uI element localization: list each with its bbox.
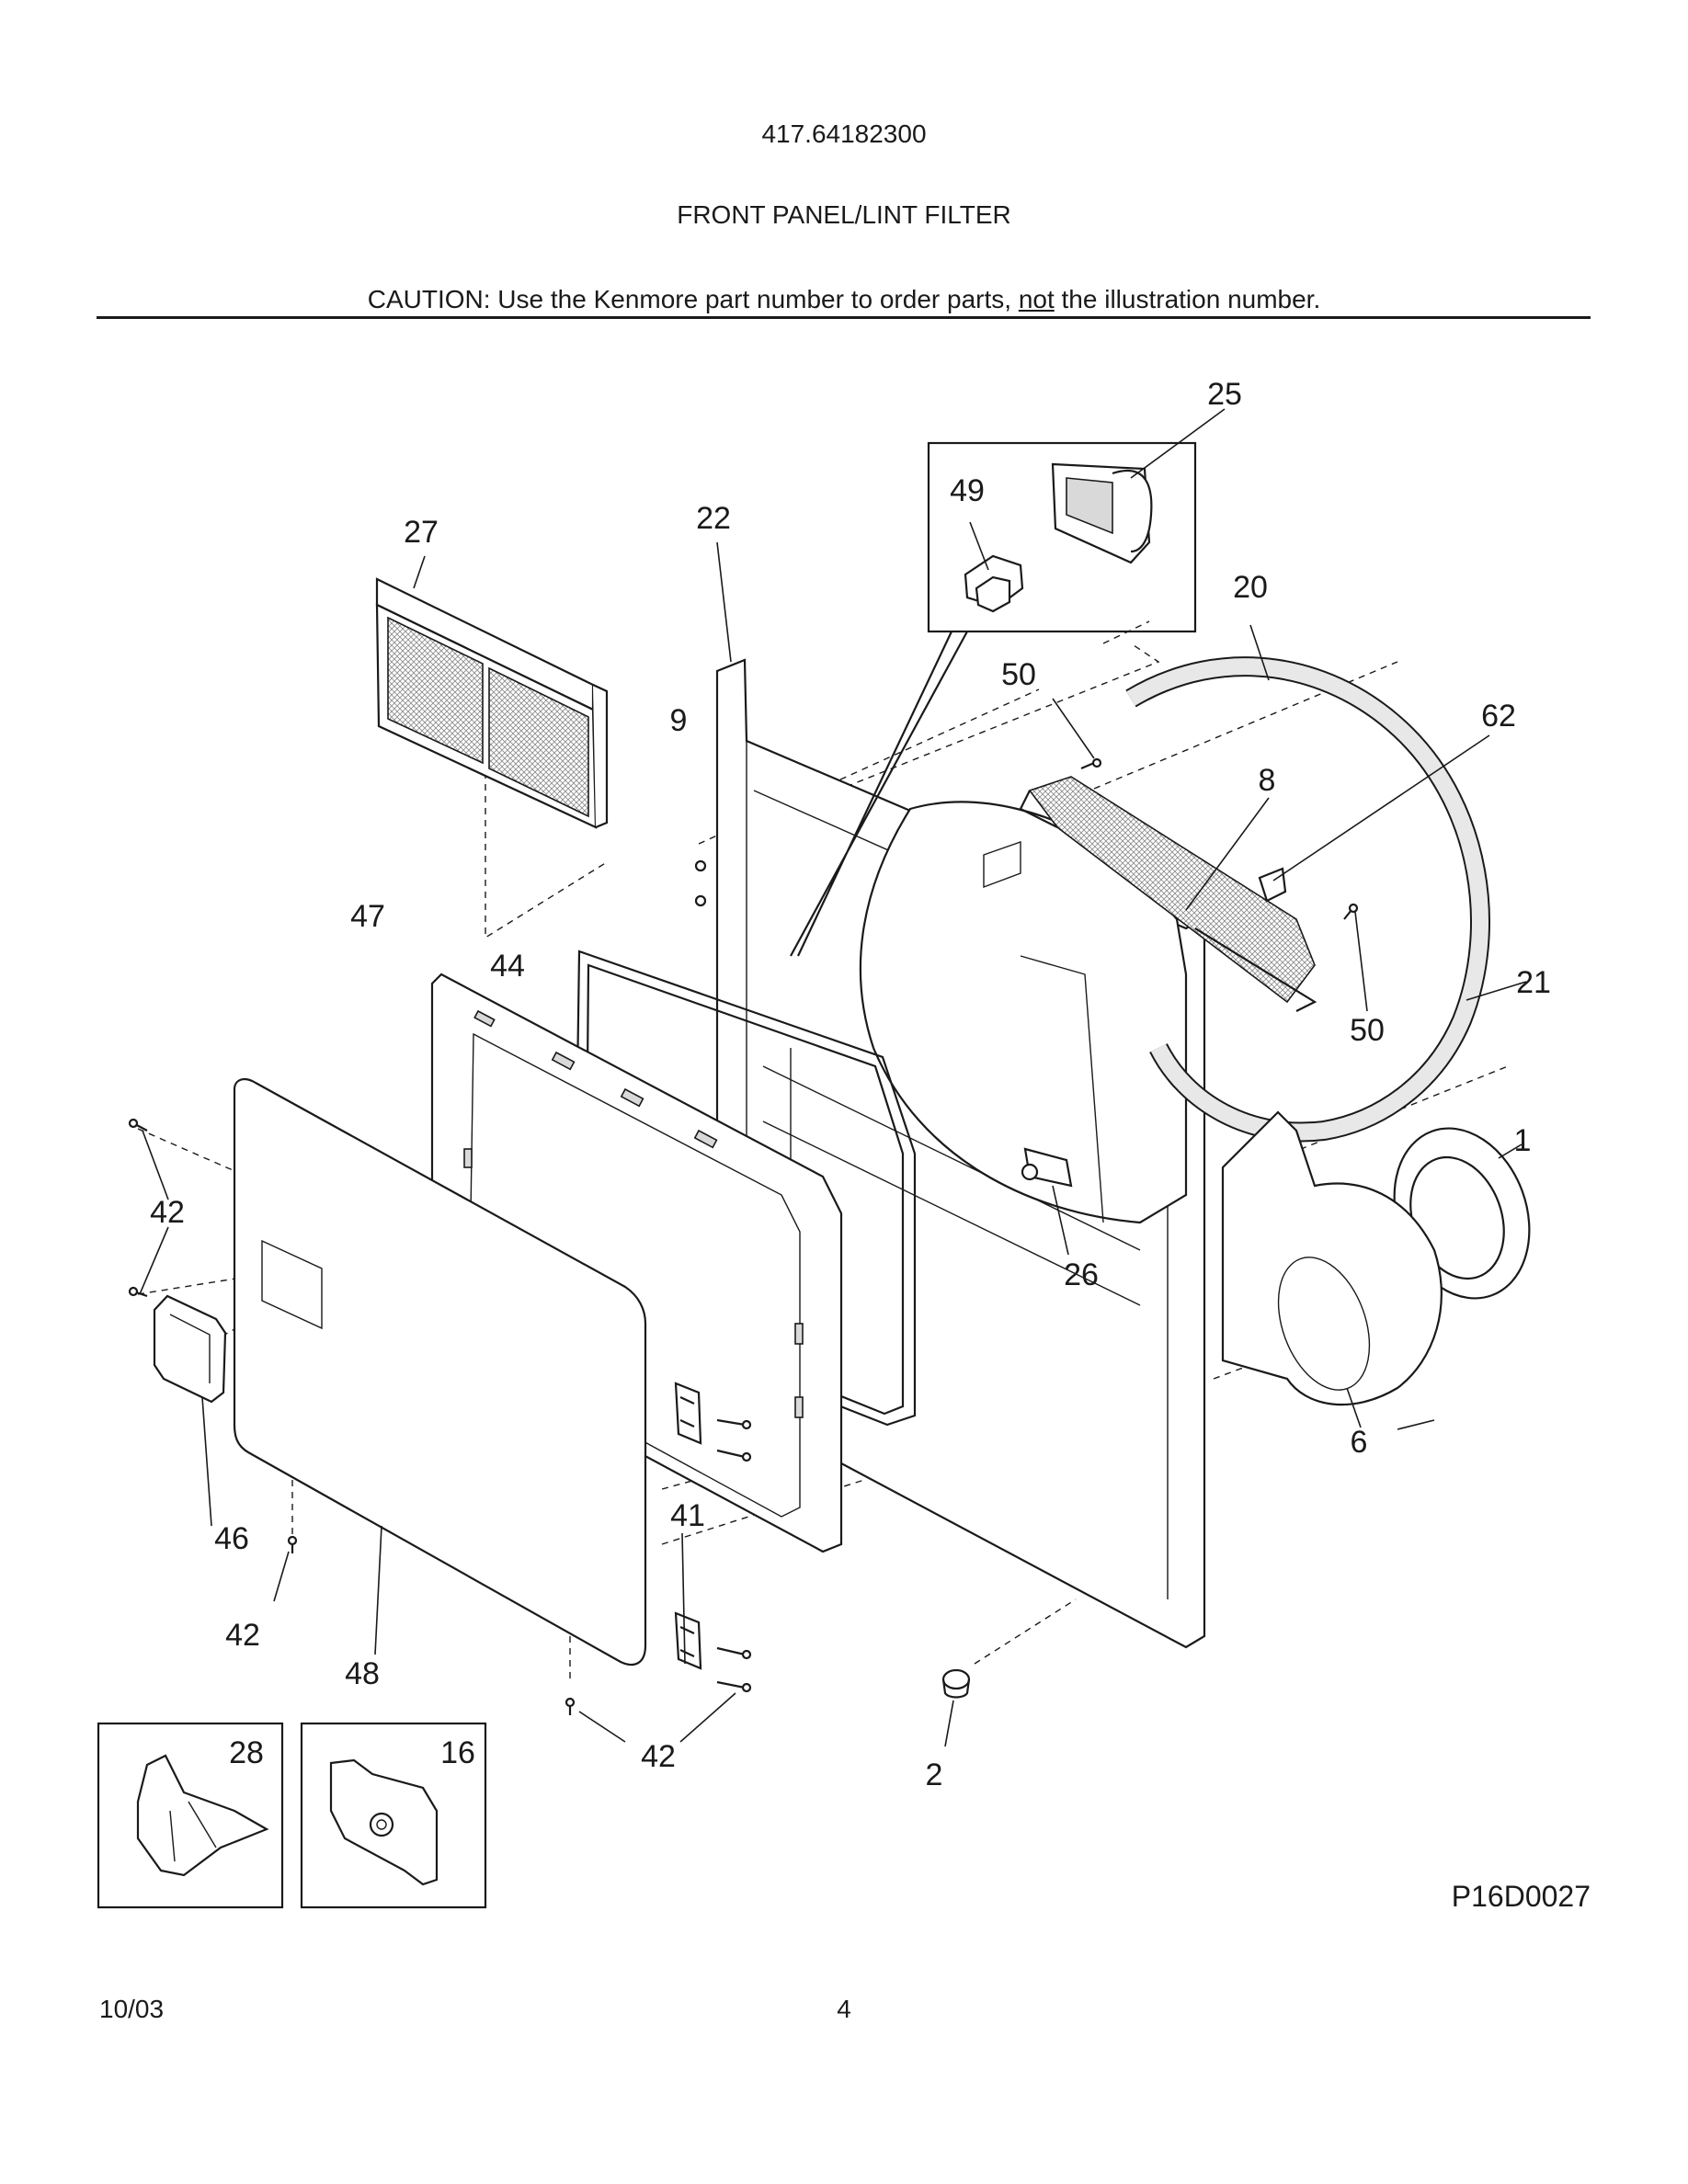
caution-suffix: the illustration number. <box>1054 285 1321 313</box>
callout-50-right: 50 <box>1350 1013 1385 1048</box>
part-46-door-handle <box>153 1294 227 1404</box>
callout-20: 20 <box>1233 570 1268 605</box>
callout-25: 25 <box>1207 377 1242 412</box>
callout-48: 48 <box>345 1656 380 1691</box>
callout-6: 6 <box>1351 1425 1368 1460</box>
section-title: FRONT PANEL/LINT FILTER <box>677 200 1011 229</box>
callout-49: 49 <box>950 473 985 508</box>
callout-50-top: 50 <box>1001 657 1036 692</box>
drum-bulkhead <box>859 801 1188 1224</box>
caution-emphasis: not <box>1018 285 1055 313</box>
leader-lines <box>139 408 1527 1747</box>
part-6-exhaust-duct <box>1221 1110 1443 1406</box>
caution-prefix: CAUTION: Use the Kenmore part number to … <box>367 285 1019 313</box>
part-27-lint-filter <box>375 577 609 829</box>
part-2-foot <box>941 1668 971 1699</box>
inset-box-16 <box>300 1722 487 1909</box>
inset-box-28 <box>97 1722 284 1909</box>
part-48-outer-door <box>233 1077 647 1666</box>
part-62-clip <box>1258 867 1287 903</box>
callout-9: 9 <box>670 703 688 738</box>
callout-21: 21 <box>1516 965 1551 1000</box>
callout-46: 46 <box>214 1521 249 1556</box>
callout-28: 28 <box>229 1735 264 1770</box>
header-rule <box>97 316 1591 319</box>
callout-42-bottom: 42 <box>225 1618 260 1653</box>
callout-42-left: 42 <box>150 1195 185 1230</box>
screws <box>128 757 1359 1715</box>
callout-47: 47 <box>350 899 385 934</box>
callout-41: 41 <box>670 1498 705 1533</box>
page-number: 4 <box>837 1995 851 2023</box>
footer-date: 10/03 <box>99 1995 165 2023</box>
callout-16: 16 <box>440 1735 475 1770</box>
document-id: P16D0027 <box>1451 1880 1591 1913</box>
inset-box-49-25 <box>790 441 1197 957</box>
callout-26: 26 <box>1064 1257 1099 1292</box>
callout-44: 44 <box>490 949 525 984</box>
callout-22: 22 <box>696 501 731 536</box>
part-26-door-switch <box>1021 1147 1073 1188</box>
part-41-hinges <box>674 1382 702 1670</box>
callout-62: 62 <box>1481 699 1516 734</box>
callout-8: 8 <box>1259 763 1276 798</box>
callout-42-hinge: 42 <box>641 1739 676 1774</box>
callout-2: 2 <box>926 1757 943 1792</box>
callout-27: 27 <box>404 515 439 550</box>
model-number: 417.64182300 <box>761 119 927 148</box>
part-8-filter-housing <box>1019 776 1317 1012</box>
callout-1: 1 <box>1514 1123 1532 1158</box>
caution-note: CAUTION: Use the Kenmore part number to … <box>0 285 1688 314</box>
